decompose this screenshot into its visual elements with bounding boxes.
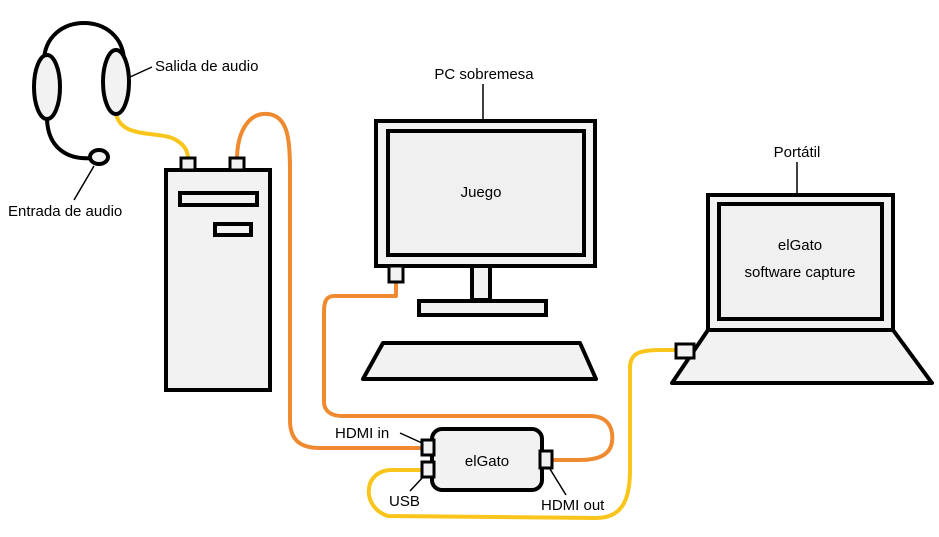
- label-game: Juego: [461, 184, 502, 201]
- label-desktop: PC sobremesa: [434, 66, 534, 83]
- leader-hdmi-out: [549, 468, 567, 496]
- drive-slot: [213, 222, 253, 237]
- drive-bay: [178, 191, 259, 207]
- leader-audio-out: [129, 66, 153, 78]
- label-usb: USB: [389, 493, 420, 510]
- capture-device-icon: [420, 427, 554, 492]
- mic-boom: [45, 118, 93, 161]
- right-earcup: [101, 48, 131, 116]
- label-audio-in: Entrada de audio: [8, 203, 122, 220]
- laptop-base: [670, 328, 934, 385]
- leader-audio-in: [73, 165, 95, 201]
- label-laptop: Portátil: [774, 144, 821, 161]
- mic-icon: [88, 148, 110, 166]
- label-device: elGato: [465, 453, 509, 470]
- laptop-icon: [670, 193, 934, 385]
- monitor-screen: [386, 129, 586, 257]
- headband: [42, 21, 126, 63]
- monitor-neck: [470, 264, 492, 302]
- left-earcup: [32, 53, 62, 121]
- label-capture-line2: software capture: [745, 264, 856, 281]
- keyboard-icon: [361, 341, 598, 381]
- capture-hdmi-out-port: [538, 449, 554, 470]
- capture-hdmi-in-port: [420, 438, 436, 457]
- label-hdmi-in: HDMI in: [335, 425, 389, 442]
- leader-hdmi-in: [399, 432, 423, 444]
- capture-usb-port: [420, 460, 436, 479]
- hdmi-cable-tower-to-capture: [235, 111, 424, 450]
- laptop-usb-port: [674, 342, 696, 360]
- laptop-screen: [717, 202, 884, 321]
- headset-icon: [32, 21, 131, 166]
- label-capture-line1: elGato: [778, 237, 822, 254]
- monitor-icon: [374, 119, 597, 317]
- hdmi-port: [228, 156, 246, 172]
- leader-usb: [409, 475, 425, 492]
- hdmi-cable-monitor-to-capture: [322, 280, 615, 462]
- audio-cable: [114, 112, 190, 162]
- audio-port: [179, 156, 197, 172]
- monitor-base: [417, 299, 548, 317]
- monitor-port: [387, 264, 405, 284]
- usb-cable: [366, 348, 680, 520]
- label-hdmi-out: HDMI out: [541, 497, 605, 514]
- pc-tower-icon: [164, 156, 272, 392]
- label-audio-out: Salida de audio: [155, 58, 258, 75]
